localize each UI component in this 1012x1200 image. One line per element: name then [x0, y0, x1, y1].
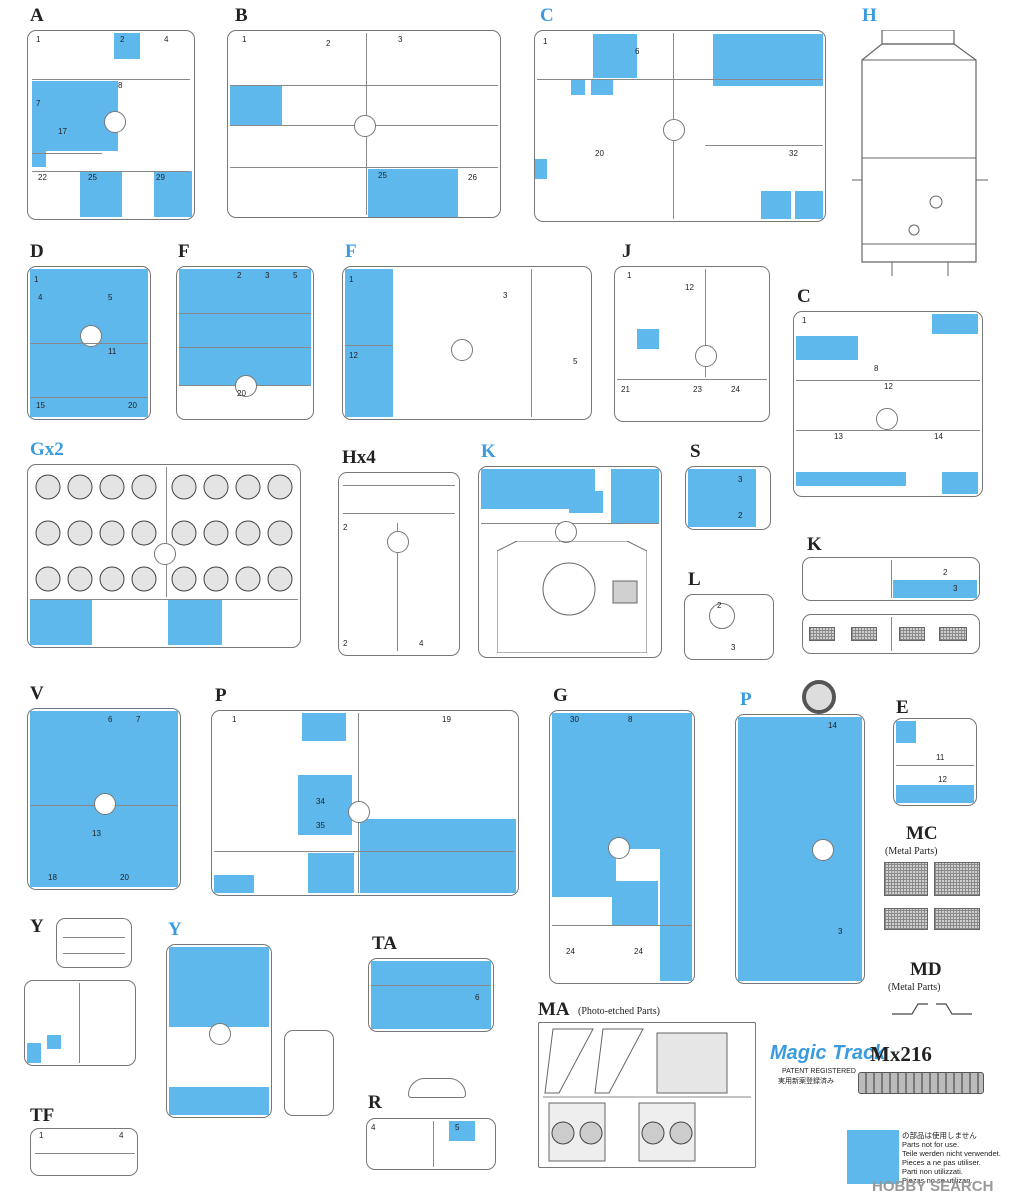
magic-track-logo: Magic Track: [770, 1042, 886, 1064]
label-sprue-k-top: K: [481, 441, 496, 462]
metal-part-mc-3: [884, 908, 928, 930]
sprue-y-left-a: [56, 918, 132, 968]
metal-part-md: [892, 1003, 972, 1015]
label-sprue-v: V: [30, 683, 44, 704]
unused-parts-legend-2: Parts not for use.: [902, 1140, 960, 1149]
label-sprue-y-left: Y: [30, 916, 44, 937]
label-sprue-f-right: F: [345, 241, 357, 262]
label-sprue-p-right: P: [740, 689, 752, 710]
label-mx216: Mx216: [870, 1042, 932, 1066]
sublabel-mc: (Metal Parts): [885, 846, 938, 857]
track-link-mx216: [858, 1072, 984, 1094]
sublabel-ma: (Photo-etched Parts): [578, 1006, 660, 1017]
r-curved-part: [408, 1078, 466, 1098]
label-sprue-s: S: [690, 441, 701, 462]
sprue-ta: 6: [368, 958, 494, 1032]
label-sprue-h-top: H: [862, 5, 877, 26]
label-metal-mc: MC: [906, 823, 938, 844]
label-sprue-j: J: [622, 241, 632, 262]
metal-part-mc-2: [934, 862, 980, 896]
label-sprue-tf: TF: [30, 1105, 55, 1126]
photo-etched-ma: [538, 1022, 756, 1168]
label-sprue-f-left: F: [178, 241, 190, 262]
hull-h-part: [852, 29, 990, 278]
label-sprue-d: D: [30, 241, 44, 262]
label-sprue-k-right: K: [807, 534, 822, 555]
label-sprue-e: E: [896, 697, 909, 718]
sprue-y-right: [166, 944, 272, 1118]
unused-parts-legend-1: の部品は使用しません: [902, 1131, 977, 1140]
metal-part-mc-1: [884, 862, 928, 896]
label-sprue-b: B: [235, 5, 248, 26]
label-photo-etched-ma: MA: [538, 999, 570, 1020]
label-sprue-y-right: Y: [168, 919, 182, 940]
sprue-g-wheels: [27, 464, 301, 648]
label-sprue-a: A: [30, 5, 44, 26]
label-sprue-c-top: C: [540, 5, 554, 26]
unused-parts-legend-6: Piezas no se utilizan.: [902, 1176, 973, 1185]
label-sprue-h-small: Hx4: [342, 447, 376, 468]
label-sprue-c-right: C: [797, 286, 811, 307]
sprue-k-right-b: [802, 614, 980, 654]
label-sprue-r: R: [368, 1092, 382, 1113]
unused-parts-legend-5: Parti non utilizzati.: [902, 1167, 963, 1176]
unused-parts-legend-3: Teile werden nicht verwendet.: [902, 1149, 1001, 1158]
hobby-search-watermark: HOBBY SEARCH: [872, 1178, 994, 1195]
label-sprue-l: L: [688, 569, 701, 590]
sprue-k-top: [478, 466, 662, 658]
label-sprue-p-left: P: [215, 685, 227, 706]
label-metal-md: MD: [910, 959, 942, 980]
label-sprue-ta: TA: [372, 933, 397, 954]
unused-parts-legend-4: Pieces a ne pas utiliser.: [902, 1158, 981, 1167]
track-ring: [802, 680, 836, 714]
label-sprue-g-bottom: G: [553, 685, 568, 706]
sublabel-md: (Metal Parts): [888, 982, 941, 993]
unused-parts-legend-swatch: [847, 1130, 899, 1184]
sprue-y-right-b: [284, 1030, 334, 1116]
metal-part-mc-4: [934, 908, 980, 930]
label-sprue-g-wheels: Gx2: [30, 439, 64, 460]
magic-track-patent: PATENT REGISTERED: [782, 1068, 856, 1075]
magic-track-patent-jp: 実用新案登録済み: [778, 1078, 834, 1085]
sprue-y-left-b: [24, 980, 136, 1066]
